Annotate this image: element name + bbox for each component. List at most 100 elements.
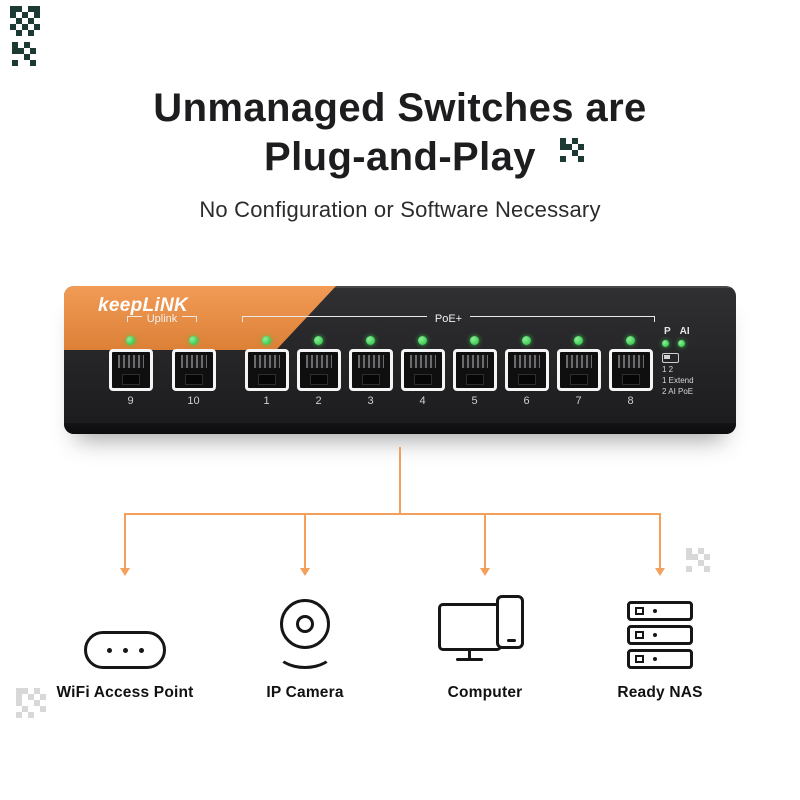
- wifi-dot: [122, 647, 128, 653]
- switch-bottom-bezel: [64, 423, 736, 434]
- connector-drop-line: [304, 513, 306, 570]
- port-led: [470, 336, 479, 345]
- camera-iris: [296, 615, 314, 633]
- uplink-ports: 9 10: [106, 336, 218, 407]
- connector-drop-line: [484, 513, 486, 570]
- connector-drop-line: [659, 513, 661, 570]
- port-number: 5: [471, 395, 478, 407]
- wifi-dot: [138, 647, 144, 653]
- power-led-label: P: [664, 326, 671, 337]
- status-indicators: P AI 1 2 1 Extend 2 AI PoE: [662, 326, 694, 397]
- rj45-jack: [452, 349, 497, 391]
- arrow-down-icon: [480, 568, 490, 576]
- monitor-shape: [438, 603, 502, 651]
- nas-drive-square: [635, 631, 644, 639]
- bracket-tick: [126, 316, 142, 322]
- device-ip-camera: IP Camera: [215, 580, 395, 702]
- power-led: [662, 340, 669, 347]
- phone-shape: [496, 595, 524, 649]
- device-label: Computer: [447, 684, 523, 701]
- rj45-jack: [244, 349, 289, 391]
- device-ready-nas: Ready NAS: [570, 580, 750, 702]
- pixel-decoration: [560, 138, 566, 144]
- rj45-port: 10: [169, 336, 218, 407]
- bracket-line: [470, 316, 655, 322]
- ai-led-label: AI: [679, 326, 690, 337]
- wifi-access-point-icon: [84, 631, 166, 669]
- arrow-down-icon: [300, 568, 310, 576]
- nas-icon: [627, 601, 693, 669]
- bracket-line: [242, 316, 427, 322]
- connector-trunk-line: [399, 447, 401, 515]
- rj45-jack: [504, 349, 549, 391]
- rj45-jack: [348, 349, 393, 391]
- brand-logo: keepLiNK: [98, 295, 189, 316]
- poe-label: PoE+: [242, 313, 655, 325]
- pixel-decoration: [686, 548, 692, 554]
- camera-lens: [280, 599, 330, 649]
- phone-home-bar: [507, 639, 516, 642]
- port-number: 6: [523, 395, 530, 407]
- device-label: IP Camera: [266, 684, 344, 701]
- poe-label-text: PoE+: [434, 313, 463, 325]
- port-number: 1: [263, 395, 270, 407]
- port-number: 10: [187, 395, 200, 407]
- rj45-jack: [108, 349, 153, 391]
- device-wifi-access-point: WiFi Access Point: [35, 580, 215, 702]
- page-subtitle: No Configuration or Software Necessary: [199, 197, 601, 222]
- port-led: [626, 336, 635, 345]
- uplink-label: Uplink: [106, 313, 218, 325]
- nas-drive-square: [635, 607, 644, 615]
- dip-label: 1 2: [662, 365, 674, 374]
- nas-drawer: [627, 649, 693, 669]
- port-number: 8: [627, 395, 634, 407]
- ip-camera-icon: [276, 599, 334, 669]
- port-led: [314, 336, 323, 345]
- page-title-line2: Plug-and-Play: [264, 134, 536, 179]
- rj45-port: 8: [606, 336, 655, 407]
- pixel-decoration: [12, 42, 18, 48]
- rj45-port: 4: [398, 336, 447, 407]
- nas-led-dot: [653, 633, 657, 637]
- nas-drive-square: [635, 655, 644, 663]
- port-number: 4: [419, 395, 426, 407]
- port-led: [189, 336, 198, 345]
- monitor-base: [456, 658, 483, 661]
- port-led: [262, 336, 271, 345]
- pixel-decoration: [10, 6, 16, 12]
- uplink-label-text: Uplink: [146, 313, 178, 325]
- port-led: [522, 336, 531, 345]
- port-number: 7: [575, 395, 582, 407]
- nas-led-dot: [653, 609, 657, 613]
- rj45-port: 2: [294, 336, 343, 407]
- legend-extend: 1 Extend: [662, 375, 694, 385]
- pai-labels: P AI: [662, 326, 694, 337]
- arrow-down-icon: [120, 568, 130, 576]
- device-label: Ready NAS: [617, 684, 703, 701]
- bracket-tick: [182, 316, 198, 322]
- wifi-dot: [106, 647, 112, 653]
- nas-led-dot: [653, 657, 657, 661]
- rj45-port: 6: [502, 336, 551, 407]
- pai-leds: [662, 340, 694, 347]
- port-led: [126, 336, 135, 345]
- arrow-down-icon: [655, 568, 665, 576]
- page-title: Unmanaged Switches are Plug-and-Play: [0, 84, 800, 182]
- rj45-jack: [608, 349, 653, 391]
- monitor-neck: [468, 651, 471, 658]
- connector-bus-line: [124, 513, 661, 515]
- rj45-jack: [171, 349, 216, 391]
- pixel-decoration: [16, 688, 22, 694]
- ai-led: [678, 340, 685, 347]
- dip-switch-icon: [662, 353, 679, 363]
- device-computer: Computer: [395, 580, 575, 702]
- rj45-port: 9: [106, 336, 155, 407]
- device-label: WiFi Access Point: [56, 684, 194, 701]
- port-number: 9: [127, 395, 134, 407]
- nas-drawer: [627, 601, 693, 621]
- rj45-port: 5: [450, 336, 499, 407]
